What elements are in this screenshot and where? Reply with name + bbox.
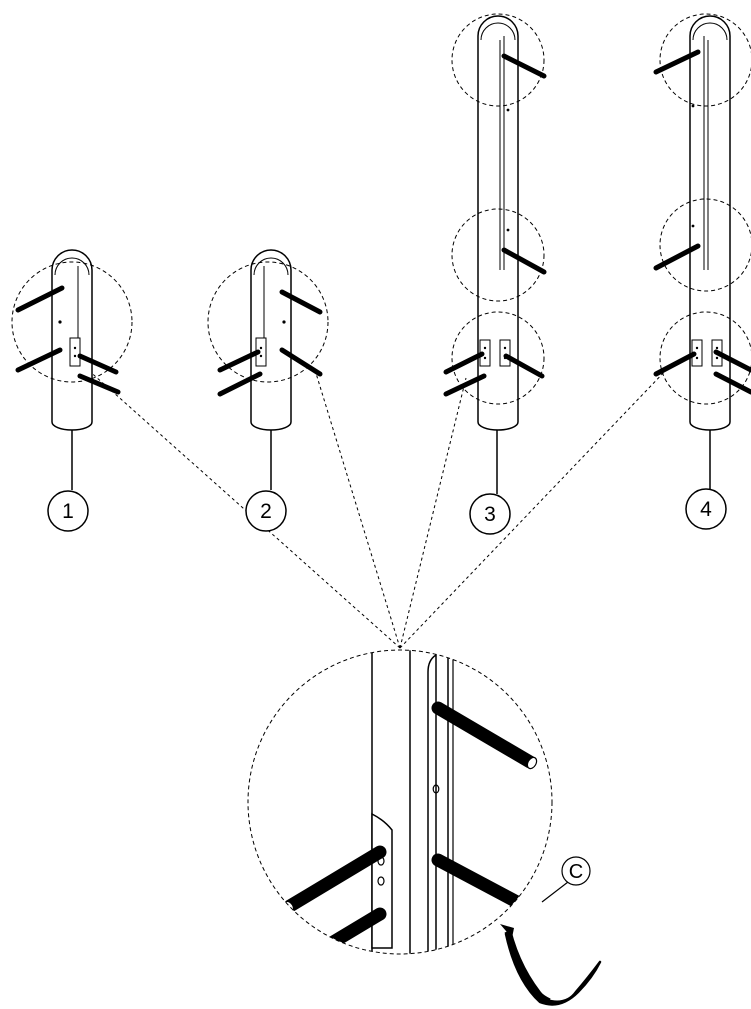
post-1-rods — [15, 285, 121, 395]
post-4-detail-marker-bottom — [659, 311, 751, 405]
post-3: 3 — [443, 13, 547, 535]
post-3-detail-marker-bottom — [451, 311, 545, 405]
detail-circle — [247, 649, 553, 955]
rotate-arrow-icon — [500, 924, 602, 1006]
detail-view: C — [247, 649, 602, 1006]
post-3-detail-marker-top — [451, 13, 545, 107]
part-c-text: C — [569, 861, 583, 883]
callout-1-label: 1 — [62, 500, 74, 523]
callout-2-label: 2 — [260, 500, 272, 523]
callout-4-label: 4 — [700, 498, 712, 521]
callout-4: 4 — [685, 488, 727, 530]
leader-lines — [85, 367, 669, 649]
post-3-rods — [443, 53, 547, 397]
post-4-rods — [653, 49, 751, 395]
post-4-detail-marker-top — [659, 13, 751, 107]
post-2-detail-marker — [207, 261, 329, 383]
post-1: 1 — [11, 249, 133, 532]
post-2: 2 — [207, 249, 329, 532]
post-1-detail-marker — [11, 261, 133, 383]
post-3-detail-marker-middle — [451, 208, 545, 302]
callout-1: 1 — [47, 490, 89, 532]
part-c-label: C — [561, 856, 591, 886]
post-4-detail-marker-middle — [659, 198, 751, 292]
callout-3-label: 3 — [484, 503, 496, 526]
post-4: 4 — [653, 13, 751, 530]
callout-2: 2 — [245, 490, 287, 532]
post-2-rods — [217, 289, 323, 397]
callout-3: 3 — [469, 493, 511, 535]
